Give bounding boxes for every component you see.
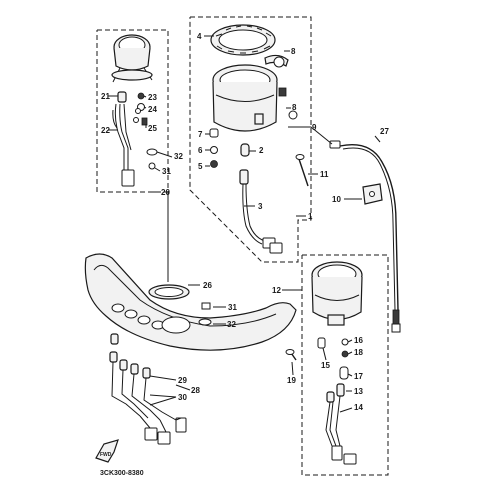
callout-4: 4 (197, 32, 202, 41)
callout-32-panel: 32 (227, 320, 236, 329)
grommet-32-top (146, 148, 158, 156)
callout-17: 17 (354, 372, 363, 381)
callout-21: 21 (101, 92, 110, 101)
callout-20: 20 (161, 188, 170, 197)
group-box-tachometer (301, 254, 389, 476)
callout-22: 22 (101, 126, 110, 135)
callout-16: 16 (354, 336, 363, 345)
speedo-bulb-2 (240, 143, 250, 157)
callout-10: 10 (332, 195, 341, 204)
callout-labels: 4 8 8 9 7 6 5 2 3 1 11 10 27 21 22 23 24… (101, 32, 389, 412)
callout-2: 2 (259, 146, 264, 155)
callout-13: 13 (354, 387, 363, 396)
callout-8: 8 (291, 47, 296, 56)
callout-29: 29 (178, 376, 187, 385)
callout-5: 5 (198, 162, 203, 171)
meter-panel-cover (84, 253, 297, 351)
callout-9: 9 (312, 123, 317, 132)
group-box-speedometer (189, 16, 312, 263)
callout-8b: 8 (292, 103, 297, 112)
callout-12: 12 (272, 286, 281, 295)
lower-harness (109, 333, 187, 445)
speedo-small-parts (209, 56, 298, 168)
bezel-ring (210, 24, 276, 56)
screw-31-top (148, 162, 156, 170)
speedo-harness-3 (239, 169, 283, 254)
callout-6: 6 (198, 146, 203, 155)
bolt-11 (295, 154, 309, 187)
speedometer-gauge (212, 54, 289, 132)
callout-7: 7 (198, 130, 203, 139)
callout-31-panel: 31 (228, 303, 237, 312)
callout-25: 25 (148, 124, 157, 133)
indicator-bulbs (117, 91, 148, 126)
fwd-label: FWD (100, 452, 112, 458)
callout-15: 15 (321, 361, 330, 370)
callout-23: 23 (148, 93, 157, 102)
speedometer-cable (329, 140, 401, 333)
leader-lines (108, 35, 381, 413)
callout-19: 19 (287, 376, 296, 385)
fwd-arrow-icon: FWD (95, 439, 119, 463)
rubber-ring-26 (148, 284, 190, 300)
callout-28: 28 (191, 386, 200, 395)
callout-32-top: 32 (174, 152, 183, 161)
callout-26: 26 (203, 281, 212, 290)
callout-18: 18 (354, 348, 363, 357)
callout-14: 14 (354, 403, 363, 412)
callout-3: 3 (258, 202, 263, 211)
diagram-code: 3CK300-8380 (100, 470, 144, 477)
callout-31-top: 31 (162, 167, 171, 176)
callout-1: 1 (308, 212, 313, 221)
bracket-10 (362, 183, 383, 205)
indicator-harness (112, 103, 135, 187)
tacho-harness-14 (325, 383, 357, 465)
tacho-small-parts (285, 337, 349, 380)
callout-11: 11 (320, 170, 329, 179)
indicator-gauge (111, 34, 153, 83)
callout-27: 27 (380, 127, 389, 136)
callout-30: 30 (178, 393, 187, 402)
tachometer-gauge (311, 261, 363, 326)
panel-fasteners (198, 302, 212, 326)
callout-24: 24 (148, 105, 157, 114)
